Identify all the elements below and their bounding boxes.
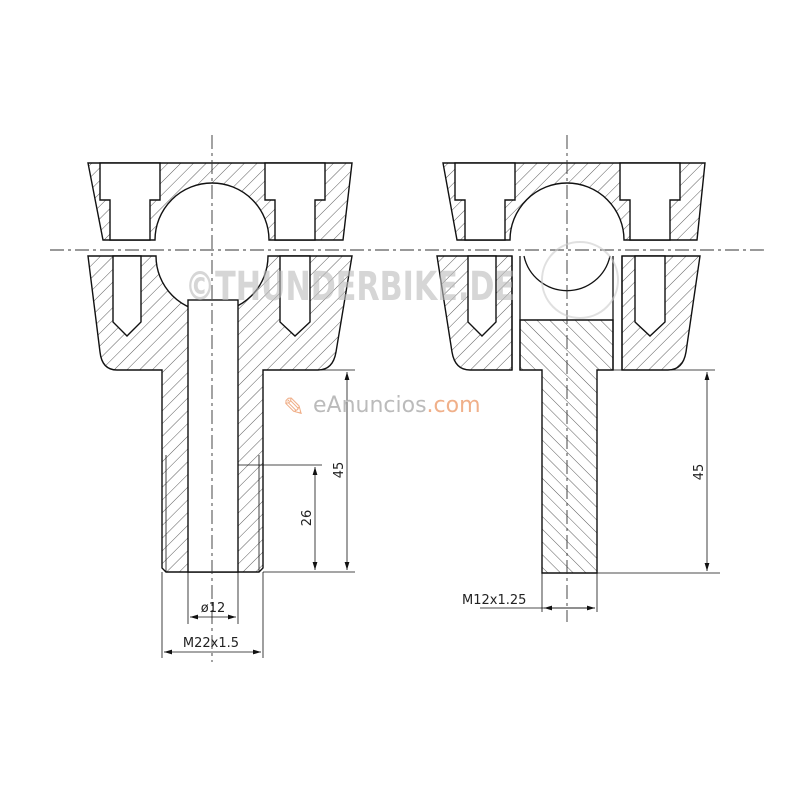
right-threaded-hole-1: [467, 255, 497, 337]
left-view: [87, 162, 353, 573]
left-bore: [187, 299, 239, 573]
right-top-bolt-hole-2: [619, 162, 681, 241]
thunderbike-watermark: ©THUNDERBIKE.DE: [185, 264, 515, 310]
eanuncios-suffix: .com: [427, 393, 481, 418]
right-threaded-hole-2: [634, 255, 666, 337]
right-seat: [511, 255, 623, 370]
eanuncios-watermark: ✎ eAnuncios.com: [283, 393, 481, 422]
dim-thread-label: M12x1.25: [462, 593, 526, 608]
left-dimensions: 45 26 ø12 M22x1.5: [161, 369, 355, 658]
pushpin-icon: ✎: [283, 393, 305, 422]
dim-thread-depth-label: 26: [300, 510, 315, 527]
dim-height-label: 45: [332, 462, 347, 479]
right-top-bolt-hole-1: [454, 162, 516, 241]
right-plug: [519, 319, 614, 574]
svg-text:eAnuncios.com: eAnuncios.com: [313, 393, 481, 418]
right-dimensions: 45 M12x1.25: [462, 369, 720, 612]
dim-thread-label: M22x1.5: [183, 636, 239, 651]
thunderbike-logo-watermark: [541, 241, 619, 319]
right-view: [436, 162, 706, 574]
left-threaded-hole-1: [112, 255, 142, 337]
left-threaded-hole-2: [279, 255, 311, 337]
left-top-bolt-hole-1: [99, 162, 161, 241]
dim-height-label: 45: [692, 464, 707, 481]
left-top-bolt-hole-2: [264, 162, 326, 241]
dim-bore-label: ø12: [201, 601, 226, 616]
eanuncios-prefix: eAnuncios: [313, 393, 427, 418]
